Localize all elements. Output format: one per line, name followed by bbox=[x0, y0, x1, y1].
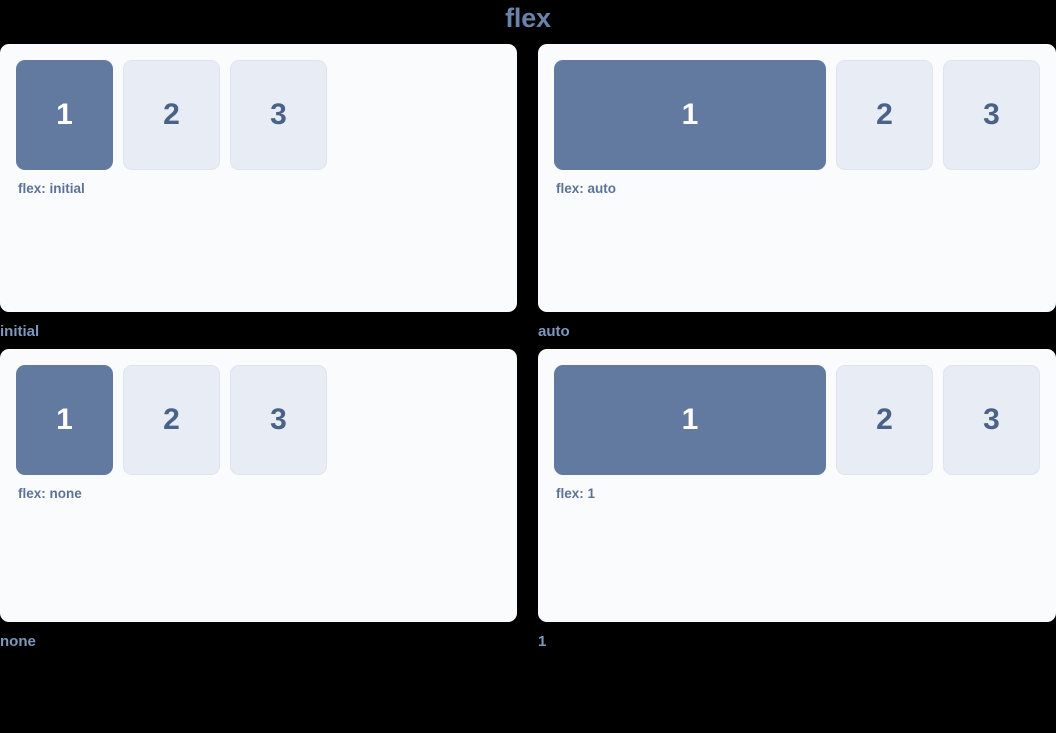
flex-item-2: 2 bbox=[123, 60, 220, 170]
code-label: flex: 1 bbox=[556, 486, 596, 501]
code-label: flex: auto bbox=[556, 181, 617, 196]
flex-container-initial: 1 2 3 bbox=[16, 60, 501, 170]
flex-item-2: 2 bbox=[836, 60, 933, 170]
flex-container-none: 1 2 3 bbox=[16, 365, 501, 475]
demo-cell-auto: 1 2 3 flex: auto auto bbox=[538, 44, 1056, 349]
demo-cell-none: 1 2 3 flex: none none bbox=[0, 349, 517, 659]
flex-item-3: 3 bbox=[230, 60, 327, 170]
code-label: flex: none bbox=[18, 486, 82, 501]
flex-item-3: 3 bbox=[230, 365, 327, 475]
demo-panel-initial: 1 2 3 flex: initial bbox=[0, 44, 517, 312]
demo-panel-none: 1 2 3 flex: none bbox=[0, 349, 517, 622]
panel-caption-initial: initial bbox=[0, 323, 40, 340]
flex-item-2: 2 bbox=[836, 365, 933, 475]
flex-item-1: 1 bbox=[554, 60, 826, 170]
demo-grid: 1 2 3 flex: initial initial 1 2 3 flex: … bbox=[0, 44, 1056, 659]
flex-item-1: 1 bbox=[16, 365, 113, 475]
panel-caption-none: none bbox=[0, 633, 36, 650]
flex-container-auto: 1 2 3 bbox=[554, 60, 1040, 170]
flex-item-1: 1 bbox=[554, 365, 826, 475]
demo-cell-initial: 1 2 3 flex: initial initial bbox=[0, 44, 517, 349]
panel-caption-one: 1 bbox=[538, 633, 547, 650]
demo-panel-one: 1 2 3 flex: 1 bbox=[538, 349, 1056, 622]
flex-item-3: 3 bbox=[943, 365, 1040, 475]
panel-caption-auto: auto bbox=[538, 323, 570, 340]
flex-item-2: 2 bbox=[123, 365, 220, 475]
page-title: flex bbox=[505, 3, 551, 33]
flex-container-one: 1 2 3 bbox=[554, 365, 1040, 475]
flex-item-3: 3 bbox=[943, 60, 1040, 170]
demo-cell-one: 1 2 3 flex: 1 1 bbox=[538, 349, 1056, 659]
flex-item-1: 1 bbox=[16, 60, 113, 170]
demo-panel-auto: 1 2 3 flex: auto bbox=[538, 44, 1056, 312]
code-label: flex: initial bbox=[18, 181, 85, 196]
